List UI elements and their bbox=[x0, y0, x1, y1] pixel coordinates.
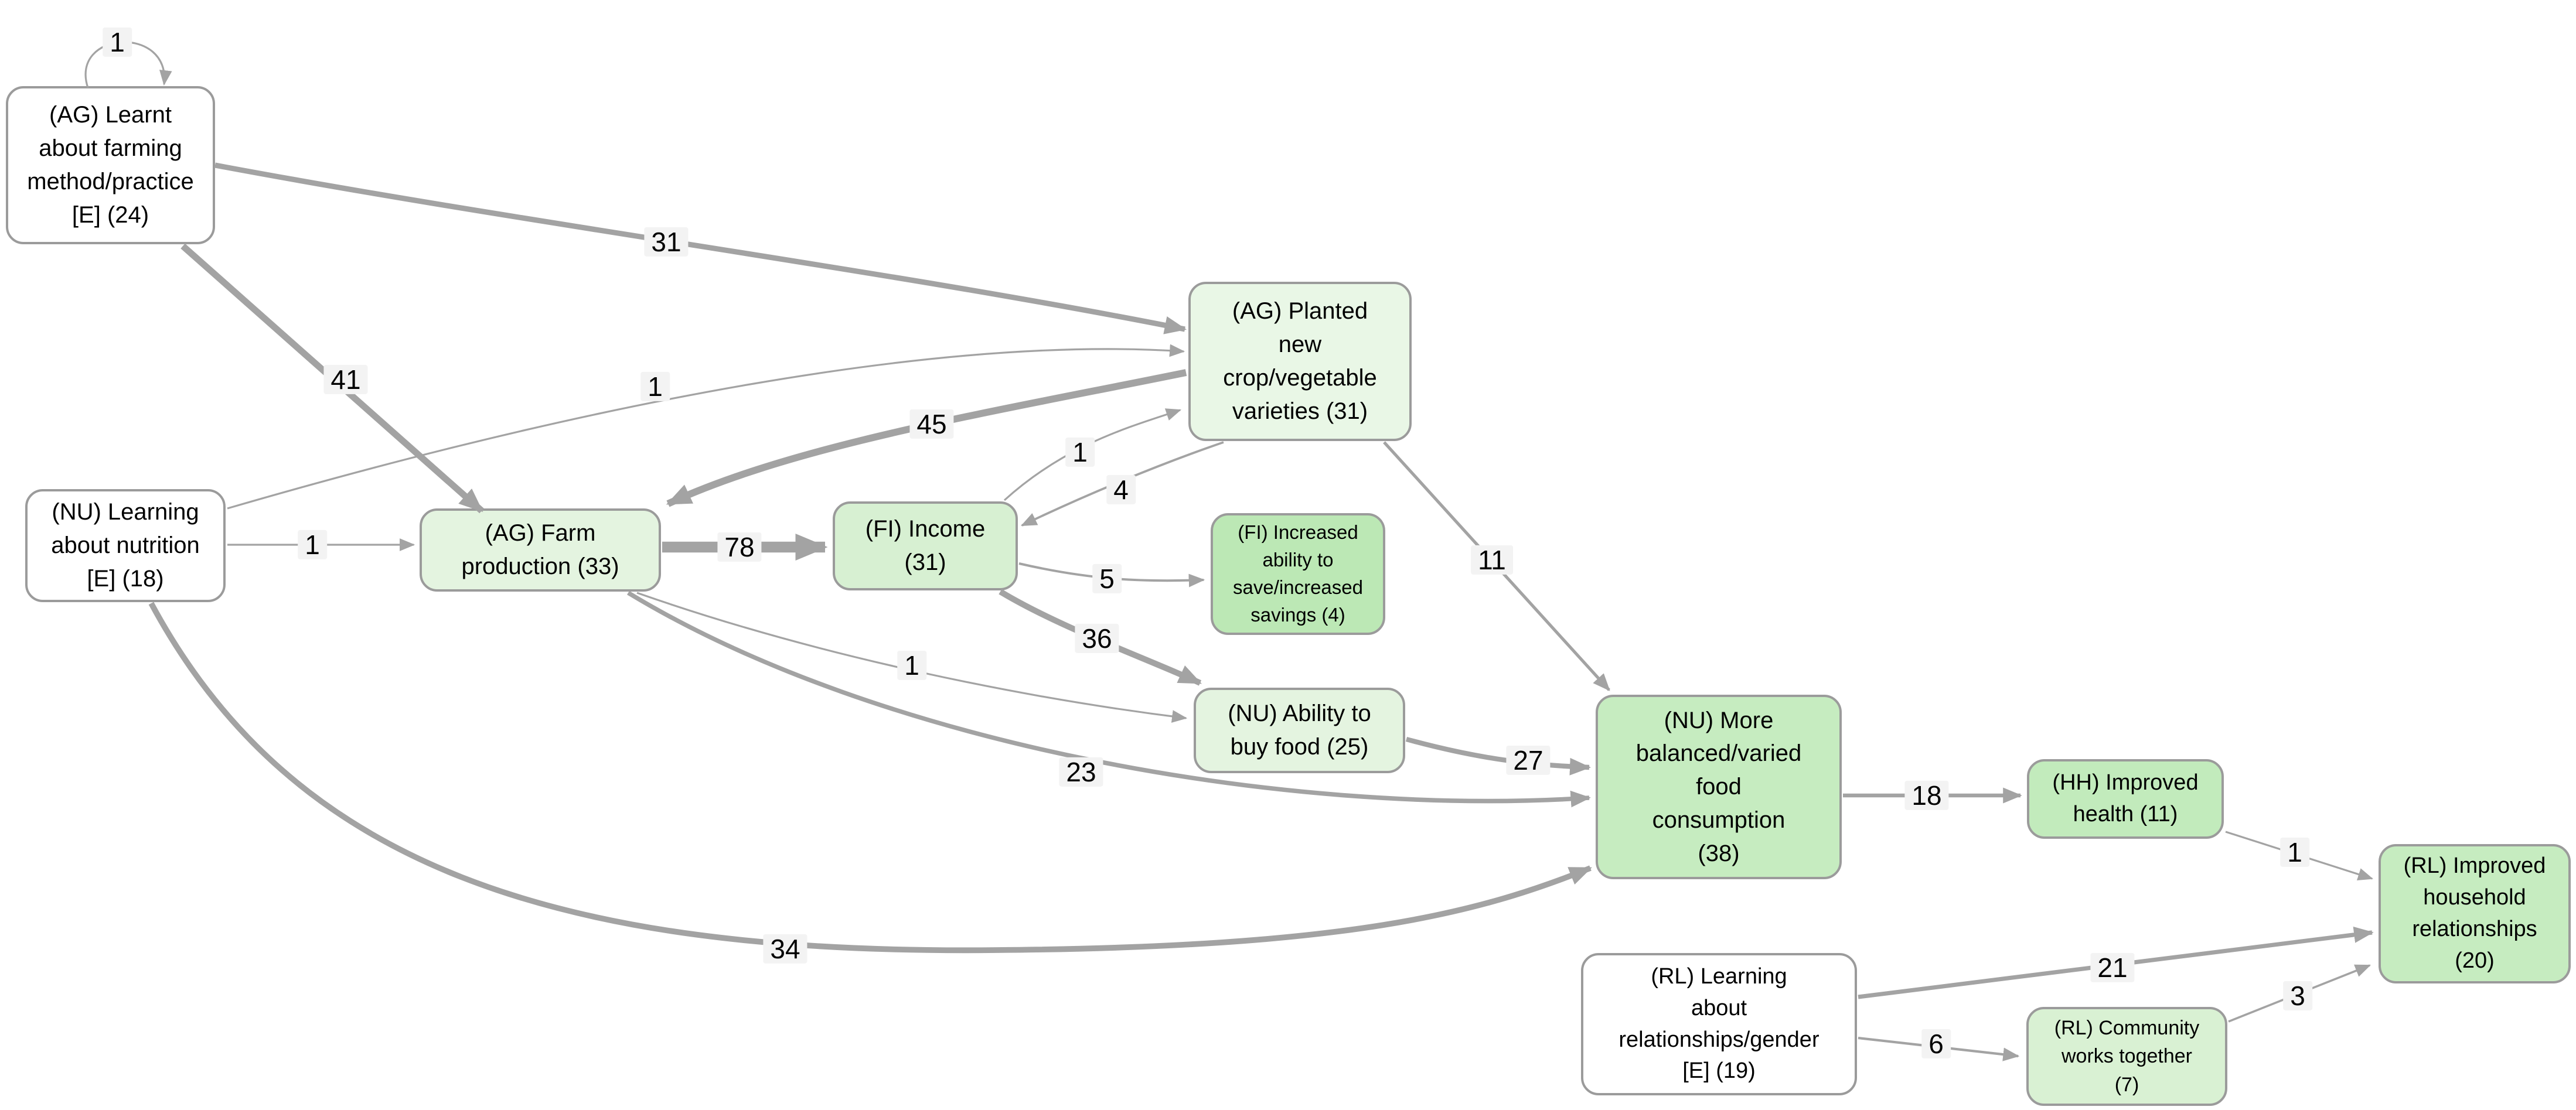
node-label-line: (RL) Improved bbox=[2403, 853, 2546, 879]
edge-weight-label: 27 bbox=[1506, 745, 1551, 776]
edge-weight-label: 23 bbox=[1059, 757, 1103, 787]
edge-weight-label: 34 bbox=[763, 934, 807, 964]
node-label-line: about nutrition bbox=[51, 532, 200, 559]
node-fi-income[interactable]: (FI) Income (31) bbox=[833, 501, 1018, 590]
node-label-line: (38) bbox=[1698, 840, 1740, 866]
node-label-line: varieties (31) bbox=[1232, 398, 1368, 424]
node-label-line: about bbox=[1691, 995, 1747, 1020]
edge-weight-label: 11 bbox=[1471, 545, 1513, 575]
node-label-line: (RL) Community bbox=[2054, 1017, 2200, 1040]
edge-weight-label: 31 bbox=[644, 227, 689, 257]
node-nu-ability-buy-food[interactable]: (NU) Ability to buy food (25) bbox=[1194, 688, 1405, 773]
edge-weight-label: 1 bbox=[1065, 437, 1095, 467]
node-label-line: buy food (25) bbox=[1230, 734, 1369, 760]
edge-weight-label: 45 bbox=[909, 409, 954, 439]
node-ag-farm-production[interactable]: (AG) Farm production (33) bbox=[420, 508, 661, 592]
edge-ag-learnt-farming-to-ag-planted-new-varieties bbox=[214, 162, 1187, 334]
edge-weight-label: 18 bbox=[1904, 780, 1949, 811]
node-hh-improved-health[interactable]: (HH) Improved health (11) bbox=[2027, 759, 2224, 839]
edge-weight-label: 5 bbox=[1092, 563, 1122, 594]
node-label-line: relationships/gender bbox=[1618, 1027, 1819, 1052]
edge-weight-label: 6 bbox=[1921, 1029, 1951, 1059]
node-label-line: balanced/varied bbox=[1635, 740, 1802, 767]
node-label-line: health (11) bbox=[2073, 802, 2178, 826]
node-label-line: works together bbox=[2062, 1045, 2192, 1068]
node-label-line: [E] (18) bbox=[87, 565, 164, 592]
node-label-line: method/practice bbox=[27, 169, 194, 194]
node-label-line: save/increased bbox=[1233, 576, 1363, 598]
node-label-line: ability to bbox=[1262, 549, 1334, 571]
node-label-line: (FI) Income bbox=[865, 516, 986, 542]
node-label-line: about farming bbox=[39, 135, 182, 162]
edge-weight-label: 1 bbox=[298, 530, 327, 560]
node-label-line: (31) bbox=[904, 549, 946, 575]
node-label-line: new bbox=[1278, 332, 1322, 358]
edge-nu-ability-buy-food-to-nu-balanced-food bbox=[1405, 736, 1591, 776]
node-label-line: food bbox=[1696, 774, 1742, 800]
edge-nu-learning-nutrition-to-ag-planted-new-varieties bbox=[227, 344, 1185, 510]
node-fi-increased-savings[interactable]: (FI) Increased ability to save/increased sa… bbox=[1211, 513, 1385, 635]
node-label-line: (NU) More bbox=[1664, 707, 1774, 733]
edge-weight-label: 4 bbox=[1106, 474, 1136, 505]
node-label-line: (AG) Planted bbox=[1232, 298, 1368, 325]
edge-weight-label: 1 bbox=[640, 371, 670, 402]
edge-weight-label: 1 bbox=[897, 650, 926, 681]
node-nu-balanced-food[interactable]: (NU) More balanced/varied food consumption (… bbox=[1596, 695, 1842, 879]
edge-weight-label: 41 bbox=[323, 364, 368, 395]
node-label-line: (HH) Improved bbox=[2052, 770, 2199, 795]
node-label-line: (RL) Learning bbox=[1651, 964, 1787, 989]
node-label-line: production (33) bbox=[461, 554, 619, 579]
node-label-line: (AG) Farm bbox=[485, 520, 596, 547]
edge-weight-label: 1 bbox=[103, 27, 132, 57]
node-label-line: consumption bbox=[1652, 807, 1786, 833]
node-label-line: (NU) Learning bbox=[52, 499, 199, 525]
node-label-line: (20) bbox=[2455, 948, 2495, 973]
node-label-line: (AG) Learnt bbox=[49, 102, 172, 128]
node-ag-planted-new-varieties[interactable]: (AG) Planted new crop/vegetable varieties (… bbox=[1188, 282, 1412, 441]
edge-weight-label: 21 bbox=[2090, 952, 2135, 983]
node-label-line: savings (4) bbox=[1250, 603, 1345, 626]
node-label-line: [E] (19) bbox=[1682, 1058, 1756, 1084]
edge-weight-label: 1 bbox=[2280, 837, 2309, 867]
edge-weight-label: 78 bbox=[717, 532, 762, 562]
node-label-line: [E] (24) bbox=[71, 201, 149, 228]
node-rl-learning-relationships[interactable]: (RL) Learning about relationships/gender [E… bbox=[1581, 953, 1857, 1095]
node-nu-learning-nutrition[interactable]: (NU) Learning about nutrition [E] (18) bbox=[25, 489, 226, 602]
edge-nu-learning-nutrition-to-nu-balanced-food bbox=[148, 602, 1592, 954]
node-label-line: crop/vegetable bbox=[1223, 365, 1377, 391]
node-rl-improved-relationships[interactable]: (RL) Improved household relationships (20) bbox=[2379, 844, 2571, 983]
edge-weight-label: 3 bbox=[2283, 981, 2312, 1011]
node-rl-community-works[interactable]: (RL) Community works together (7) bbox=[2026, 1007, 2227, 1106]
node-label-line: relationships bbox=[2412, 917, 2537, 941]
node-ag-learnt-farming[interactable]: (AG) Learnt about farming method/practice [… bbox=[6, 86, 215, 244]
node-label-line: (FI) Increased bbox=[1238, 521, 1358, 544]
node-label-line: (7) bbox=[2114, 1073, 2139, 1096]
node-label-line: (NU) Ability to bbox=[1228, 701, 1371, 727]
edge-weight-label: 36 bbox=[1075, 623, 1119, 654]
node-label-line: household bbox=[2423, 885, 2526, 910]
